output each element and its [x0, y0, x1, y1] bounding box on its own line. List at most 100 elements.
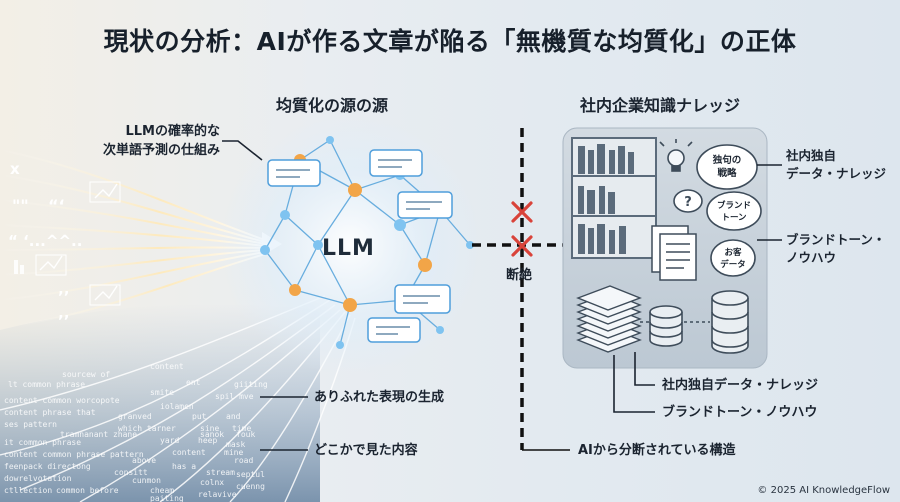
- noise-text: has a: [172, 462, 197, 471]
- stream-bar-icon: [14, 260, 24, 274]
- noise-text: mine: [224, 448, 244, 457]
- cross-icon: [511, 201, 533, 223]
- knowledge-pointers: [613, 164, 782, 413]
- brand-tone-label: ブランドトーン・ ノウハウ: [786, 231, 885, 267]
- strategy-bubble: 独句の 戦略: [696, 144, 758, 190]
- database-icon: [649, 305, 683, 347]
- disconnect-label: 断絶: [506, 268, 533, 283]
- chat-bubble: [267, 159, 321, 187]
- noise-text: content common phrase pattern: [4, 450, 144, 459]
- chat-bubble: [367, 317, 421, 343]
- stream-symbol: “ ‘...^^..: [8, 232, 83, 250]
- noise-text: above: [132, 456, 157, 465]
- noise-text: relavive: [198, 490, 237, 499]
- noise-text: smite: [150, 388, 175, 397]
- question-bubble: ?: [673, 189, 703, 213]
- noise-text: colnx: [200, 478, 225, 487]
- noise-text: fouk: [236, 430, 256, 439]
- noise-text: iolamen: [160, 402, 194, 411]
- brand-tone-line1: ブランドトーン・: [786, 232, 886, 247]
- stream-symbol: x: [10, 160, 20, 178]
- noise-text: dowrelvotation: [4, 474, 72, 483]
- database-server-icon: [711, 290, 749, 354]
- noise-text: content common worcopote: [4, 396, 120, 405]
- noise-text: feenpack directong: [4, 462, 91, 471]
- left-heading: 均質化の源の源: [276, 96, 389, 115]
- noise-text: yard: [160, 436, 180, 445]
- page-title: 現状の分析：AIが作る文章が陥る「無機質な均質化」の正体: [103, 27, 797, 56]
- right-heading: 社内企業知識ナレッジ: [580, 96, 741, 115]
- noise-text: spil mve: [215, 392, 254, 401]
- label-pointers: [222, 140, 308, 451]
- bottom-brand-label: ブランドトーン・ノウハウ: [662, 405, 818, 420]
- output-flow-background: [0, 304, 320, 502]
- mechanism-label-line1: LLMの確率的な: [125, 124, 220, 139]
- bottom-data-label: 社内独自データ・ナレッジ: [662, 378, 819, 393]
- documents-icon: [651, 225, 697, 281]
- noise-text: ctllection: [4, 486, 53, 495]
- noise-text: paiting: [150, 494, 184, 502]
- noise-text: sanok: [200, 430, 225, 439]
- noise-text: ent: [186, 378, 201, 387]
- noise-text: heep: [198, 436, 218, 445]
- brand-tone-line2: ノウハウ: [786, 250, 837, 265]
- proprietary-data-line2: データ・ナレッジ: [786, 166, 887, 181]
- brand-bubble: ブランド トーン: [706, 191, 762, 231]
- stream-symbol: “‘: [48, 196, 65, 215]
- cross-icon: [511, 235, 533, 257]
- mechanism-label-line2: 次単語予測の仕組み: [102, 143, 220, 158]
- bookshelf-icon: [571, 137, 657, 259]
- noise-text: road: [234, 456, 254, 465]
- brand-bubble-line2: トーン: [721, 213, 747, 223]
- noise-text: content: [172, 448, 206, 457]
- noise-text: consitt: [114, 468, 148, 477]
- customer-bubble-line1: お客: [724, 247, 742, 258]
- disconnect-lines: [472, 128, 565, 450]
- noise-text: tramnanant zhane: [60, 430, 138, 439]
- llm-label: LLM: [322, 236, 375, 261]
- noise-text: giiting: [234, 380, 268, 389]
- seen-content-label: どこかで見た内容: [314, 443, 418, 458]
- strategy-bubble-line1: 独句の: [712, 154, 742, 166]
- brand-bubble-line1: ブランド: [717, 200, 751, 211]
- stream-symbol: ’’: [58, 312, 70, 330]
- chat-bubble: [394, 284, 451, 314]
- copyright: © 2025 AI KnowledgeFlow: [757, 485, 890, 496]
- noise-text: put: [192, 412, 207, 421]
- light-bulb-icon: [659, 139, 693, 172]
- chat-bubble: [397, 191, 453, 219]
- generic-expression-label: ありふれた表現の生成: [314, 390, 445, 405]
- noise-text: sourcew of: [62, 370, 111, 379]
- noise-text: which tarner: [118, 424, 176, 433]
- stream-symbol: "": [12, 196, 29, 215]
- noise-text: time: [232, 424, 252, 433]
- noise-text: sine: [200, 424, 220, 433]
- mechanism-label: LLMの確率的な 次単語予測の仕組み: [96, 122, 220, 160]
- chat-bubbles: [267, 149, 453, 343]
- customer-data-bubble: お客 データ: [710, 239, 756, 277]
- noise-text: cheam: [150, 486, 175, 495]
- structure-label: AIから分断されている構造: [578, 443, 736, 458]
- noise-text: cunmon: [132, 476, 161, 485]
- noise-text: common before: [56, 486, 119, 495]
- customer-bubble-line2: データ: [720, 259, 746, 270]
- noise-text: mask: [226, 440, 246, 449]
- chat-bubble: [369, 149, 423, 177]
- noise-text: content phrase that: [4, 408, 96, 417]
- noise-text: septul: [236, 470, 265, 479]
- noise-text: cuenng: [236, 482, 265, 491]
- proprietary-data-label: 社内独自 データ・ナレッジ: [786, 147, 886, 183]
- proprietary-data-line1: 社内独自: [786, 148, 837, 163]
- noise-text: granved: [118, 412, 152, 421]
- noise-text: lt common phrase: [8, 380, 86, 389]
- noise-text: stream: [206, 468, 235, 477]
- stream-chart-icons: [35, 181, 121, 306]
- noise-text: it common phrase: [4, 438, 82, 447]
- question-mark: ?: [684, 195, 692, 210]
- noise-text: and: [226, 412, 241, 421]
- stream-symbol: ’’: [58, 288, 70, 306]
- noise-text: ses pattern: [4, 420, 57, 429]
- paper-stack-icon: [576, 285, 642, 353]
